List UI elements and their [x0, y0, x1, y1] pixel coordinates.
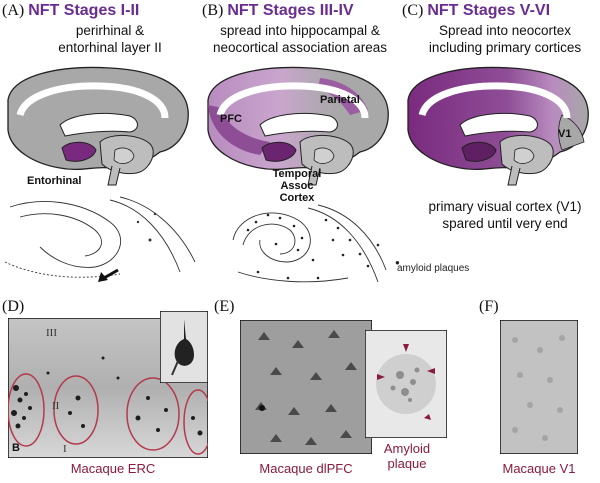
panel-f-micrograph	[500, 320, 578, 454]
panel-f-letter: (F)	[479, 298, 499, 315]
caption-macaque-v1: Macaque V1	[502, 461, 576, 476]
panel-c-line2: including primary cortices	[428, 40, 582, 55]
panel-b-brain	[207, 66, 389, 186]
amyloid-legend-dot: ●	[395, 258, 400, 267]
panel-c-brain	[407, 66, 589, 186]
amyloid-plaque-inset	[365, 330, 447, 438]
label-pfc: PFC	[220, 113, 242, 125]
panel-d-letter: (D)	[2, 298, 25, 315]
erc-cluster-ring	[183, 389, 208, 455]
erc-cluster-ring	[53, 375, 99, 445]
panel-e-micrograph	[240, 320, 372, 454]
panel-c-note: primary visual cortex (V1) spared until …	[410, 198, 600, 232]
label-temporal-line2: Assoc Cortex	[279, 180, 315, 204]
panel-b-description: spread into hippocampal & neocortical as…	[200, 22, 400, 56]
label-temporal-assoc: Temporal Assoc Cortex	[262, 168, 332, 204]
plaque-arrowheads	[377, 344, 435, 420]
label-entorhinal: Entorhinal	[27, 175, 82, 187]
layer-ii-label: II	[52, 400, 60, 412]
panel-c-note2: spared until very end	[442, 216, 568, 231]
caption-macaque-erc: Macaque ERC	[70, 461, 156, 476]
panel-b-line2: neocortical association areas	[212, 40, 388, 55]
panel-b-line1: spread into hippocampal &	[220, 23, 380, 38]
entorhinal-region	[61, 141, 97, 162]
panel-a-stage: NFT Stages I-II	[28, 2, 140, 19]
caption-amyloid-line1: Amyloid	[383, 441, 431, 456]
panel-b-letter: (B)	[202, 2, 224, 19]
caption-amyloid-plaque: Amyloid plaque	[374, 441, 440, 471]
panel-c-line1: Spread into neocortex	[438, 23, 572, 38]
label-amyloid-plaques: amyloid plaques	[397, 263, 470, 274]
panel-a-hippocampus-drawing	[4, 196, 196, 282]
panel-e-letter: (E)	[214, 298, 235, 315]
panel-c-stage: NFT Stages V-VI	[427, 2, 551, 19]
layer-iii-label: III	[46, 327, 57, 339]
caption-amyloid-line2: plaque	[387, 456, 427, 471]
panel-a-description: perirhinal & entorhinal layer II	[20, 22, 200, 56]
inset-b-label: B	[12, 442, 20, 454]
panel-a-brain	[7, 66, 189, 186]
panel-b-header: (B) NFT Stages III-IV	[202, 2, 354, 20]
neuron-inset	[160, 311, 208, 383]
panel-c-description: Spread into neocortex including primary …	[410, 22, 600, 56]
label-temporal-line1: Temporal	[272, 168, 322, 180]
panel-a-letter: (A)	[2, 2, 25, 19]
panel-c-header: (C) NFT Stages V-VI	[402, 2, 550, 20]
panel-a-line1: perirhinal &	[75, 23, 145, 38]
layer-i-label: I	[63, 443, 67, 455]
panel-b-hippocampus-drawing	[232, 204, 387, 283]
caption-macaque-dlpfc: Macaque dlPFC	[259, 461, 353, 476]
label-v1: V1	[558, 128, 572, 140]
panel-b-stage: NFT Stages III-IV	[227, 2, 354, 19]
panel-a-header: (A) NFT Stages I-II	[2, 2, 139, 20]
arrow-icon	[103, 268, 119, 280]
panel-c-letter: (C)	[402, 2, 424, 19]
erc-cluster-ring	[126, 377, 180, 451]
erc-cluster-ring	[8, 373, 45, 447]
label-parietal: Parietal	[320, 94, 360, 106]
panel-a-line2: entorhinal layer II	[58, 40, 162, 55]
panel-c-note1: primary visual cortex (V1)	[428, 199, 582, 214]
